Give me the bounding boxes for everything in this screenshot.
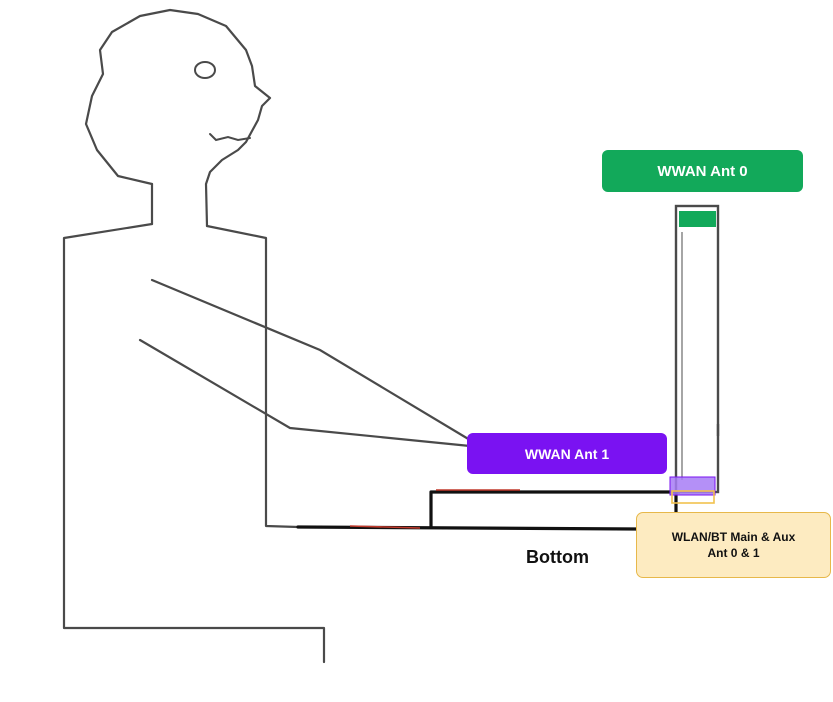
laptop-base-line [296,525,638,531]
person-back-outline [205,224,300,529]
wlan-bt-label-line1: WLAN/BT Main & Aux [671,529,796,544]
wwan-ant0-marker [679,211,716,227]
wlan-bt-marker [671,490,715,504]
person-lower-arm-line [138,338,472,448]
laptop-cable-accent [349,525,421,529]
wwan-ant0-label: WWAN Ant 0 [602,150,803,192]
person-body-outline [62,222,326,664]
wlan-bt-label: WLAN/BT Main & Aux Ant 0 & 1 [636,512,831,578]
wlan-bt-label-line2: Ant 0 & 1 [707,546,760,560]
wwan-ant1-marker [669,476,716,496]
mouth-line [209,133,251,142]
wwan-ant1-label: WWAN Ant 1 [467,433,667,474]
person-head-outline [84,8,272,228]
bottom-label: Bottom [526,547,589,567]
eye-icon [194,61,216,79]
person-upper-arm-line [150,278,472,442]
laptop-cable-line [429,490,680,528]
